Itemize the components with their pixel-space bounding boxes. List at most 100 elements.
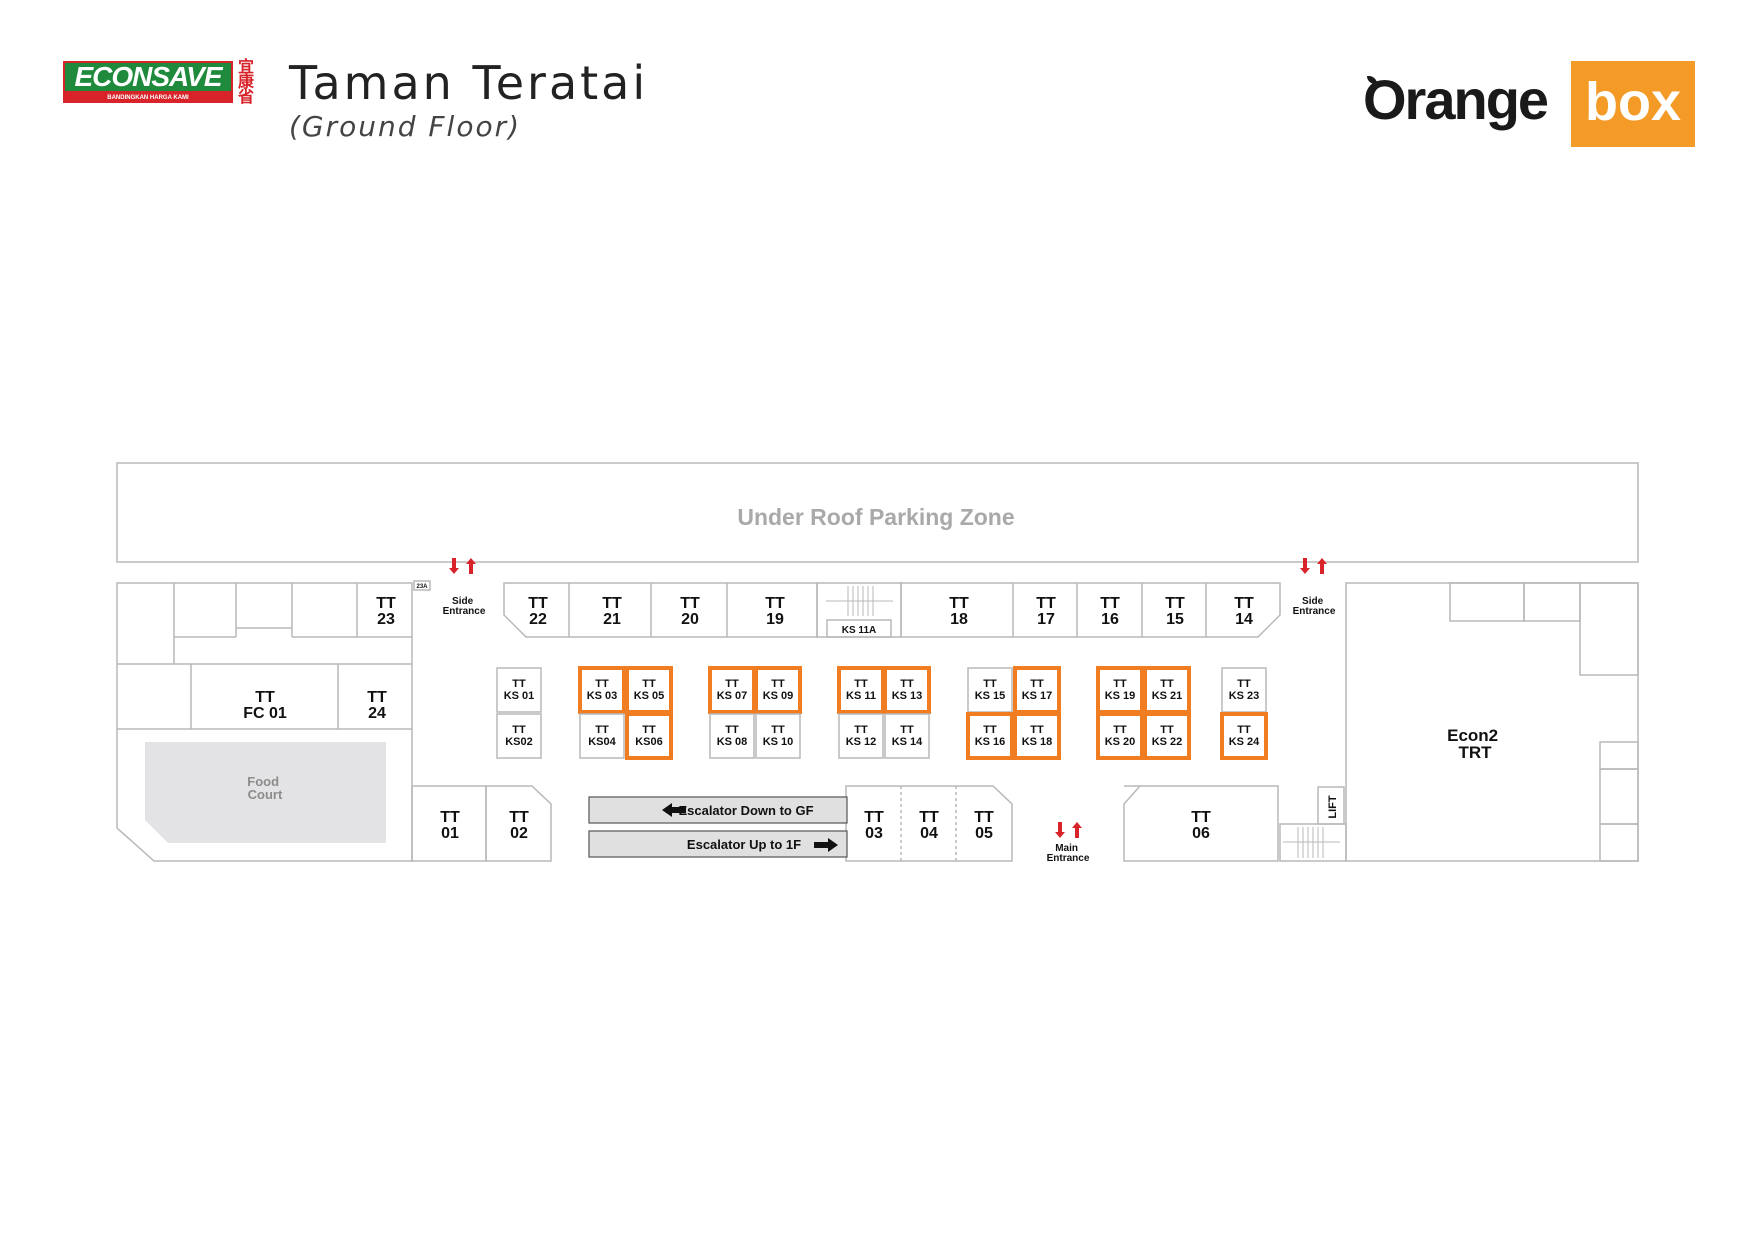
arrow-right-icon — [814, 838, 838, 852]
kiosk-box — [967, 667, 1013, 713]
kiosk-box — [578, 666, 626, 714]
orangebox-logo-word-box: box — [1584, 72, 1681, 132]
kiosk-box — [496, 667, 542, 713]
leaf-icon — [1367, 76, 1377, 84]
stair-kiosk-label: KS 11A — [842, 625, 876, 636]
kiosk-box — [1013, 666, 1061, 714]
arrow-down-icon — [1300, 558, 1310, 574]
food-court-label-line: Food — [247, 774, 279, 789]
arrow-left-icon — [662, 803, 686, 817]
entrance-label-line: Side — [1302, 596, 1324, 607]
structure-layer — [116, 462, 1639, 862]
kiosk-box — [579, 713, 625, 759]
kiosk-box — [755, 713, 801, 759]
food-court-area — [145, 742, 386, 843]
side-entrance-left-arrows — [449, 558, 476, 574]
arrow-up-icon — [466, 558, 476, 574]
arrow-down-icon — [449, 558, 459, 574]
entrance-label-line: Side — [452, 596, 474, 607]
orangebox-logo-box: box — [1571, 61, 1695, 147]
kiosk-box — [838, 713, 884, 759]
entrance-label-line: Entrance — [443, 606, 486, 617]
econsave-logo-text: ECONSAVE — [63, 61, 233, 93]
kiosk-box — [1221, 667, 1267, 713]
econ2-label-line: Econ2 — [1447, 726, 1498, 745]
entrance-label-line: Entrance — [1293, 606, 1336, 617]
kiosk-box — [496, 713, 542, 759]
food-court-label-line: Court — [248, 787, 283, 802]
kiosk-box — [884, 713, 930, 759]
kiosk-box — [1143, 712, 1191, 760]
escalator-up — [588, 830, 848, 858]
entrance-label-line: Entrance — [1047, 853, 1090, 864]
arrow-up-icon — [1072, 822, 1082, 838]
main-entrance-label: Main Entrance — [1047, 843, 1090, 864]
kiosk-box — [709, 713, 755, 759]
side-entrance-right-label: Side Entrance — [1293, 596, 1336, 617]
arrow-up-icon — [1317, 558, 1327, 574]
small-23a-label: 23A — [416, 584, 428, 590]
lift-label: LIFT — [1327, 795, 1339, 818]
kiosk-box — [625, 666, 673, 714]
kiosk-box — [1220, 712, 1268, 760]
kiosk-box — [754, 666, 802, 714]
arrow-down-icon — [1055, 822, 1065, 838]
stairs-icon — [826, 586, 893, 616]
orangebox-logo: Orange box — [1363, 61, 1695, 147]
kiosk-box — [883, 666, 931, 714]
kiosk-box — [1013, 712, 1061, 760]
orangebox-logo-word-orange: Orange — [1363, 68, 1549, 131]
escalator-up-label: Escalator Up to 1F — [687, 837, 801, 852]
econsave-tagline: BANDINGKAN HARGA KAMI — [63, 93, 233, 103]
parking-zone-label: Under Roof Parking Zone — [737, 504, 1014, 530]
page-title: Taman Teratai — [289, 56, 649, 110]
